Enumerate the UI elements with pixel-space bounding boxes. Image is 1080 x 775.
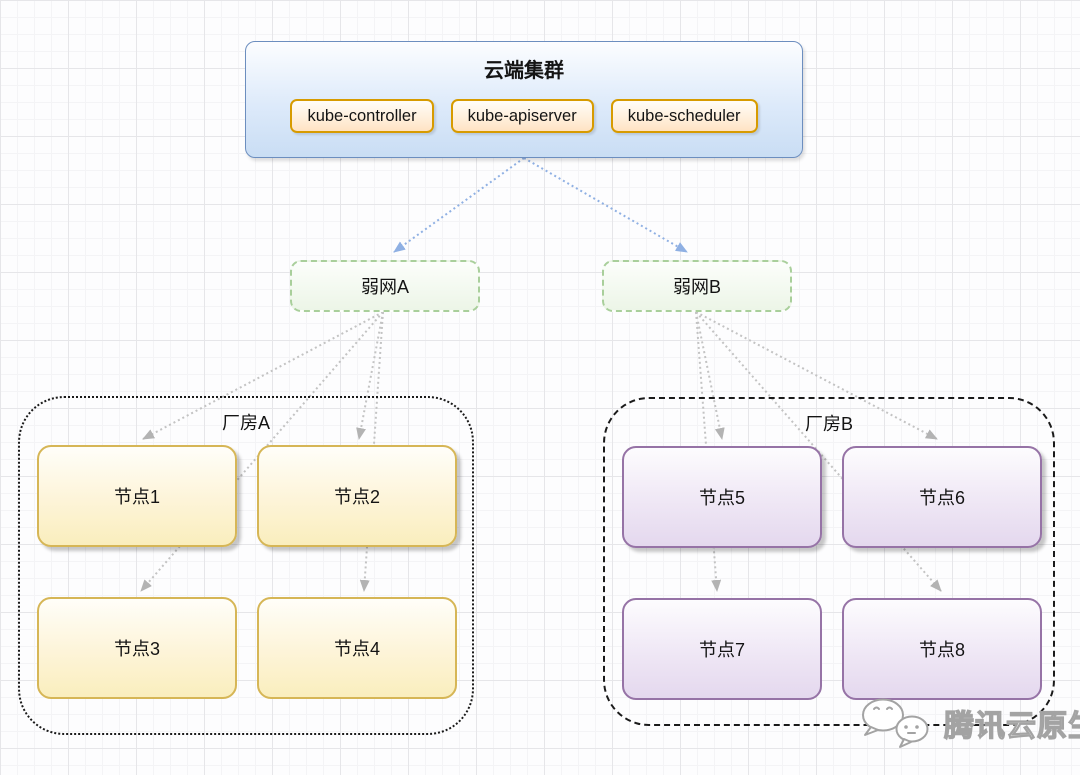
connector-cluster-to-network-b — [523, 157, 688, 253]
weak-network-a-label: 弱网A — [360, 277, 409, 297]
node-5: 节点5 — [622, 446, 822, 548]
weak-network-b-label: 弱网B — [672, 277, 721, 297]
node-8: 节点8 — [842, 598, 1042, 700]
watermark: 腾讯云原生 — [856, 696, 1080, 750]
node-7: 节点7 — [622, 598, 822, 700]
cloud-cluster-box: 云端集群 kube-controller kube-apiserver kube… — [245, 41, 803, 158]
node-3: 节点3 — [37, 597, 237, 699]
weak-network-b-box: 弱网B — [602, 260, 792, 312]
node-1: 节点1 — [37, 445, 237, 547]
kube-apiserver-box: kube-apiserver — [450, 99, 594, 133]
factory-a-label: 厂房A — [221, 413, 270, 433]
node-4: 节点4 — [257, 597, 457, 699]
weak-network-a-box: 弱网A — [290, 260, 480, 312]
factory-b-container: 厂房B 节点5 节点6 节点7 节点8 — [603, 397, 1055, 726]
factory-b-label: 厂房B — [804, 414, 853, 434]
kube-controller-box: kube-controller — [290, 99, 434, 133]
kube-scheduler-box: kube-scheduler — [610, 99, 758, 133]
cluster-components-row: kube-controller kube-apiserver kube-sche… — [246, 99, 802, 133]
node-2: 节点2 — [257, 445, 457, 547]
factory-a-container: 厂房A 节点1 节点2 节点3 节点4 — [18, 396, 474, 735]
wechat-icon — [862, 698, 929, 748]
connector-cluster-to-network-a — [393, 157, 525, 253]
watermark-text: 腾讯云原生 — [943, 709, 1080, 743]
node-6: 节点6 — [842, 446, 1042, 548]
cluster-title: 云端集群 — [484, 60, 564, 82]
